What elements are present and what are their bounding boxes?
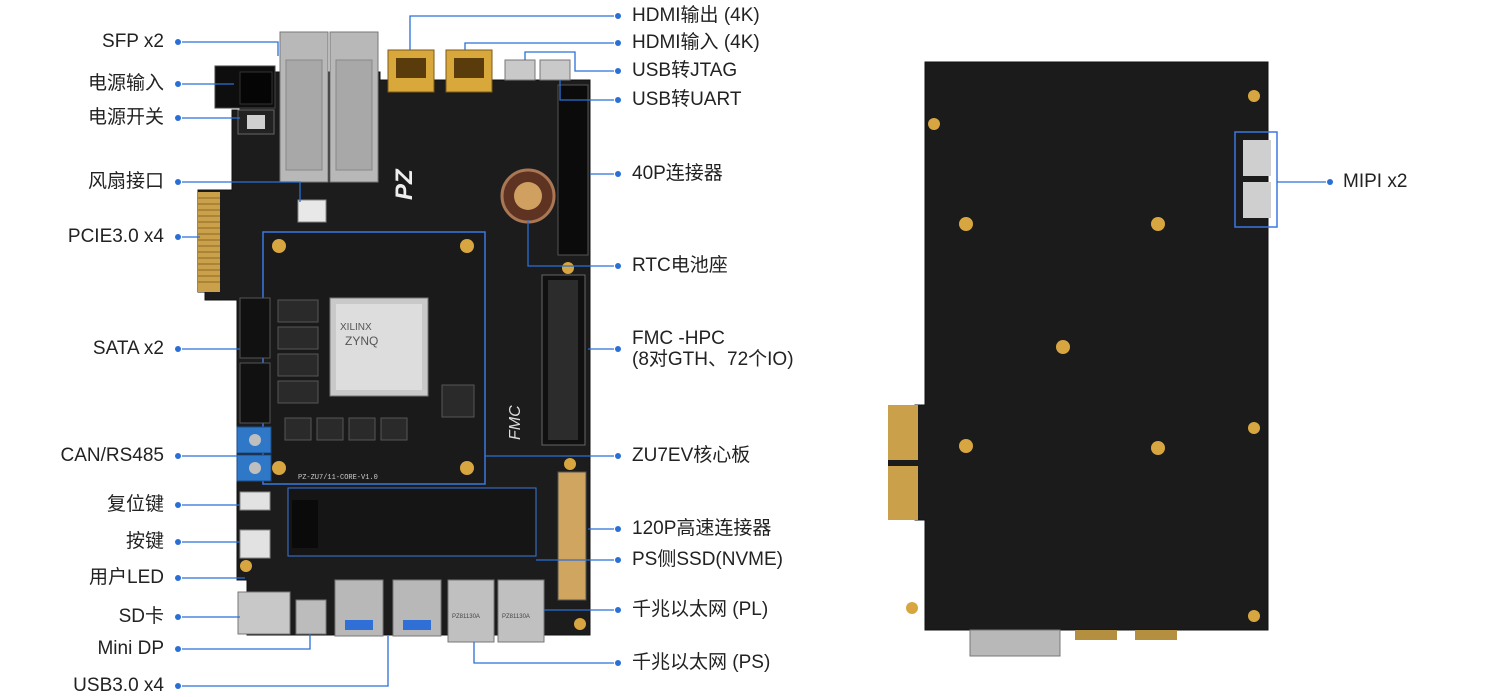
label-ssd: PS侧SSD(NVME) xyxy=(632,549,783,570)
label-hdmi-out: HDMI输出 (4K) xyxy=(632,5,760,26)
label-power-switch: 电源开关 xyxy=(87,107,164,128)
label-mini-dp: Mini DP xyxy=(97,638,164,659)
label-core: ZU7EV核心板 xyxy=(632,445,751,466)
label-fmc-sub: (8对GTH、72个IO) xyxy=(632,349,794,370)
label-40p: 40P连接器 xyxy=(632,163,723,184)
label-hdmi-in: HDMI输入 (4K) xyxy=(632,32,760,53)
label-can: CAN/RS485 xyxy=(60,445,165,466)
zynq-chip xyxy=(329,297,429,397)
label-usb3: USB3.0 x4 xyxy=(73,675,164,696)
pcie-gold-fingers xyxy=(198,192,220,292)
back-board xyxy=(888,61,1278,657)
label-usb-jtag: USB转JTAG xyxy=(632,60,738,81)
label-button: 按键 xyxy=(125,531,164,552)
core-silk-text: PZ-ZU7/11-CORE-V1.0 xyxy=(298,474,378,482)
label-pcie: PCIE3.0 x4 xyxy=(67,226,164,247)
fmc-silk-text: FMC xyxy=(507,405,524,440)
front-board: PZ81130A PZ81130A XILINX ZYNQ FMC PZ PZ-… xyxy=(197,31,591,643)
label-sd: SD卡 xyxy=(118,606,164,627)
label-fmc: FMC -HPC xyxy=(632,328,725,349)
chip-brand-text: XILINX xyxy=(340,322,372,333)
label-reset: 复位键 xyxy=(106,494,164,515)
label-fan: 风扇接口 xyxy=(87,171,164,192)
callout-lines xyxy=(182,15,1326,687)
label-usb-uart: USB转UART xyxy=(632,89,742,110)
label-sfp: SFP x2 xyxy=(102,31,164,52)
pz-logo-text: PZ xyxy=(391,168,418,200)
label-120p: 120P高速连接器 xyxy=(632,518,772,539)
chip-name-text: ZYNQ xyxy=(345,334,378,348)
eth-part-text-2: PZ81130A xyxy=(502,614,530,620)
label-eth-ps: 千兆以太网 (PS) xyxy=(632,652,771,673)
sfp-cages xyxy=(279,31,379,183)
label-power-input: 电源输入 xyxy=(87,73,164,94)
eth-part-text-1: PZ81130A xyxy=(452,614,480,620)
label-rtc: RTC电池座 xyxy=(632,255,728,276)
usb3-ports xyxy=(334,579,442,637)
label-sata: SATA x2 xyxy=(92,338,164,359)
label-eth-pl: 千兆以太网 (PL) xyxy=(632,599,769,620)
callout-dots xyxy=(175,13,1333,689)
label-mipi: MIPI x2 xyxy=(1343,171,1408,192)
label-user-led: 用户LED xyxy=(89,567,164,588)
